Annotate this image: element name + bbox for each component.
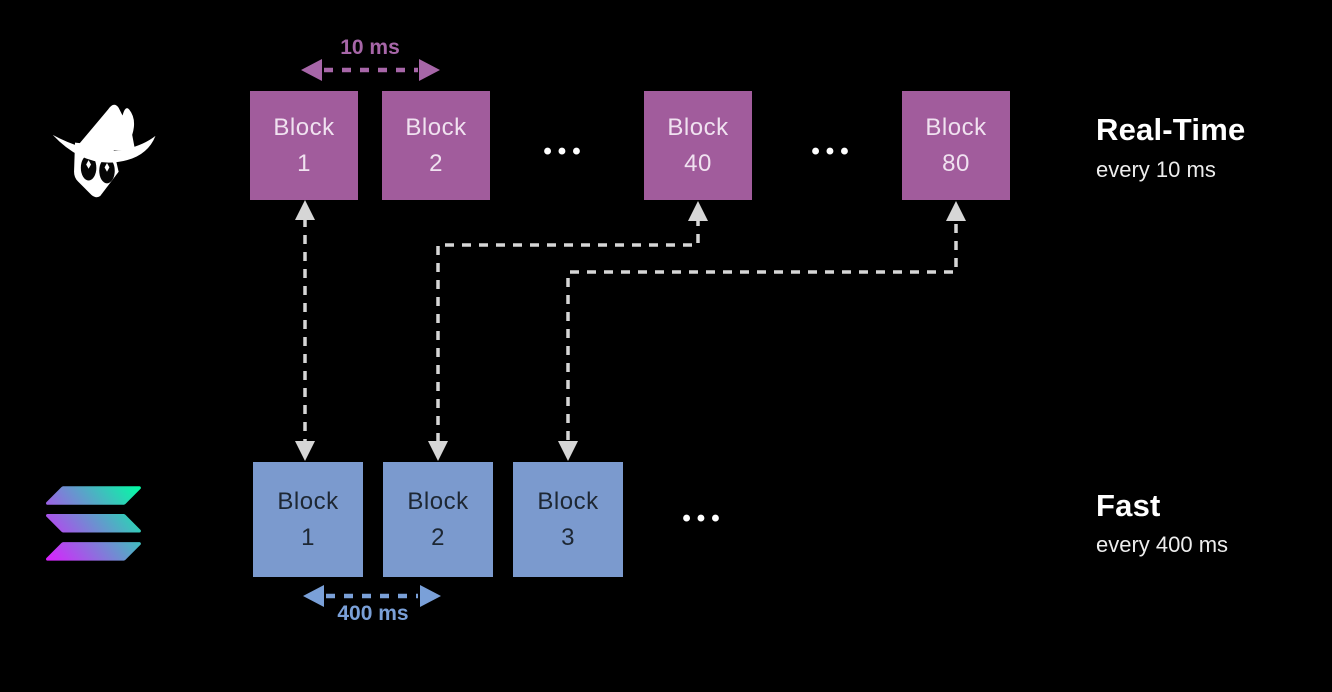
fast-title: Fast	[1096, 488, 1161, 523]
connector-block1-block1	[295, 200, 315, 461]
interval-label-10ms: 10 ms	[340, 36, 400, 59]
realtime-subtitle: every 10 ms	[1096, 157, 1216, 182]
block-label: Block	[537, 487, 599, 515]
realtime-block-80: Block 80	[902, 91, 1010, 200]
ellipsis-bottom: •••	[682, 505, 726, 532]
realtime-title: Real-Time	[1096, 112, 1246, 147]
connector-block3-block80	[558, 201, 966, 461]
block-number: 80	[942, 149, 970, 177]
block-number: 40	[684, 149, 712, 177]
realtime-block-40: Block 40	[644, 91, 752, 200]
block-number: 3	[561, 523, 575, 551]
block-label: Block	[273, 113, 335, 141]
block-number: 2	[431, 523, 445, 551]
magicblock-wizard-logo	[44, 84, 170, 210]
solana-logo	[46, 486, 141, 561]
interval-arrow-400ms	[303, 585, 441, 607]
block-label: Block	[405, 113, 467, 141]
interval-label-400ms: 400 ms	[337, 602, 409, 625]
solana-icon	[46, 486, 141, 561]
realtime-block-1: Block 1	[250, 91, 358, 200]
block-label: Block	[277, 487, 339, 515]
block-number: 2	[429, 149, 443, 177]
solana-block-2: Block 2	[383, 462, 493, 577]
interval-arrow-10ms	[301, 59, 440, 81]
block-label: Block	[407, 487, 469, 515]
connector-block2-block40	[428, 201, 708, 461]
solana-block-1: Block 1	[253, 462, 363, 577]
block-label: Block	[667, 113, 729, 141]
block-number: 1	[301, 523, 315, 551]
block-number: 1	[297, 149, 311, 177]
block-label: Block	[925, 113, 987, 141]
fast-subtitle: every 400 ms	[1096, 532, 1229, 557]
realtime-block-2: Block 2	[382, 91, 490, 200]
wizard-hat-icon	[52, 104, 156, 198]
solana-block-3: Block 3	[513, 462, 623, 577]
ellipsis-top-1: •••	[543, 138, 587, 165]
ellipsis-top-2: •••	[811, 138, 855, 165]
